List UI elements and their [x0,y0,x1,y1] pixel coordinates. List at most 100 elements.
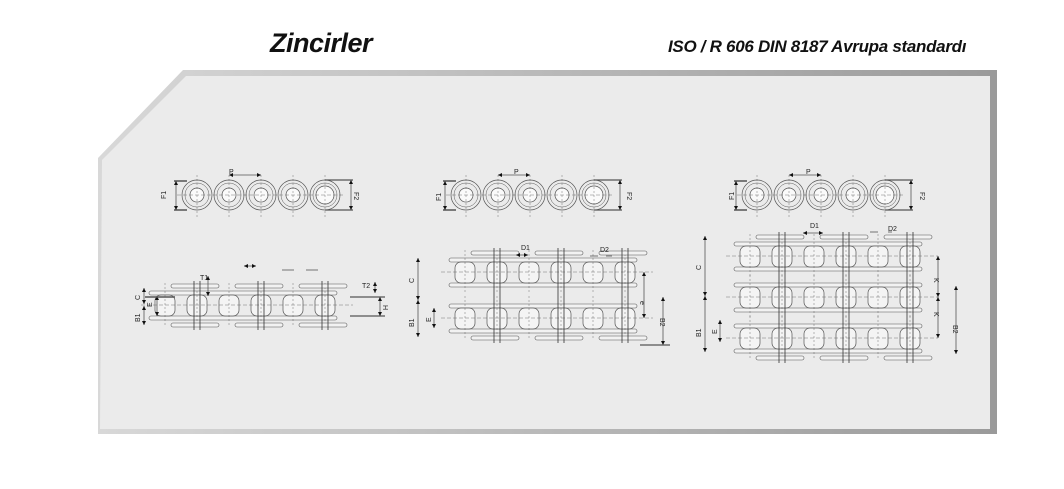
roller-link-plate [733,241,923,247]
pin-link-plate [755,355,805,361]
label-d2-3: D2 [888,226,897,233]
arrow-head [661,341,665,345]
arrow-head [936,334,940,338]
label-e-3: E [712,329,719,334]
arrow-head [378,297,382,301]
arrow-head [142,288,146,292]
arrow-head [373,282,377,286]
arrow-head [516,253,520,257]
roller-link-plate [733,323,923,329]
arrow-head [819,231,823,235]
pin-link-plate [598,250,648,256]
pin-link-plate [298,322,348,328]
arrow-head [703,292,707,296]
label-b1-2: B1 [409,318,416,327]
pin-link-plate [234,283,284,289]
arrow-head [526,173,530,177]
arrow-head [155,312,159,316]
label-t2: T2 [362,283,370,290]
arrow-head [703,296,707,300]
pin-link-plate [883,355,933,361]
arrow-head [443,181,447,185]
roller-link-plate [448,328,638,334]
roller-link-plate [733,348,923,354]
arrow-head [206,276,210,280]
label-d1-3: D1 [810,223,819,230]
arrow-head [789,173,793,177]
arrow-head [443,206,447,210]
pin-link-plate [470,250,520,256]
label-e-pitch-2: e [638,301,645,305]
arrow-head [718,338,722,342]
label-p-1: P [229,169,234,176]
pin-link-plate [819,355,869,361]
roller-link-plate [733,282,923,288]
arrow-head [734,181,738,185]
arrow-head [803,231,807,235]
arrow-head [954,350,958,354]
roller-link-plate [448,303,638,309]
arrow-head [432,308,436,312]
arrow-head [936,297,940,301]
label-d1-2: D1 [521,245,530,252]
pin-link-plate [819,234,869,240]
label-p-3: P [806,169,811,176]
pin-link-plate [534,250,584,256]
arrow-head [142,300,146,304]
arrow-head [642,314,646,318]
label-b1-1: B1 [135,313,142,322]
roller-link-plate [733,266,923,272]
arrow-head [142,306,146,310]
arrow-head [618,180,622,184]
arrow-head [936,293,940,297]
pin-link-plate [598,335,648,341]
label-t1: T1 [200,275,208,282]
arrow-head [416,258,420,262]
page-title: Zincirler [270,28,373,58]
chain-drawings [141,173,958,363]
label-d2-2: D2 [600,247,609,254]
arrow-head [257,173,261,177]
arrow-head [229,173,233,177]
label-c-3: C [696,265,703,270]
pin-link-plate [534,335,584,341]
arrow-head [909,180,913,184]
arrow-head [432,324,436,328]
arrow-head [703,236,707,240]
arrow-head [498,173,502,177]
label-c-1: C [135,295,142,300]
label-e-2: E [426,317,433,322]
arrow-head [734,206,738,210]
pin-link-plate [170,322,220,328]
arrow-head [416,300,420,304]
arrow-head [618,206,622,210]
arrow-head [206,292,210,296]
standard-subtitle: ISO / R 606 DIN 8187 Avrupa standardı [668,37,967,56]
label-f1-1: F1 [161,191,168,199]
pin-link-plate [298,283,348,289]
arrow-head [416,296,420,300]
label-f1-3: F1 [729,192,736,200]
roller-link-plate [448,282,638,288]
pin-link-plate [755,234,805,240]
arrow-head [661,297,665,301]
label-p-2: P [514,169,519,176]
roller-link-plate [148,315,338,321]
label-f2-2: F2 [625,192,632,200]
arrow-head [174,181,178,185]
arrow-head [373,289,377,293]
pin-link-plate [883,234,933,240]
arrow-head [155,296,159,300]
label-b2-3: B2 [951,325,958,334]
pin-link-plate [234,322,284,328]
label-e-1: E [147,302,154,307]
arrow-head [142,321,146,325]
arrow-head [703,348,707,352]
label-b1-3: B1 [696,328,703,337]
arrow-head [174,206,178,210]
label-f2-3: F2 [918,192,925,200]
arrow-head [718,320,722,324]
label-f2-1: F2 [352,192,359,200]
pin-link-plate [470,335,520,341]
